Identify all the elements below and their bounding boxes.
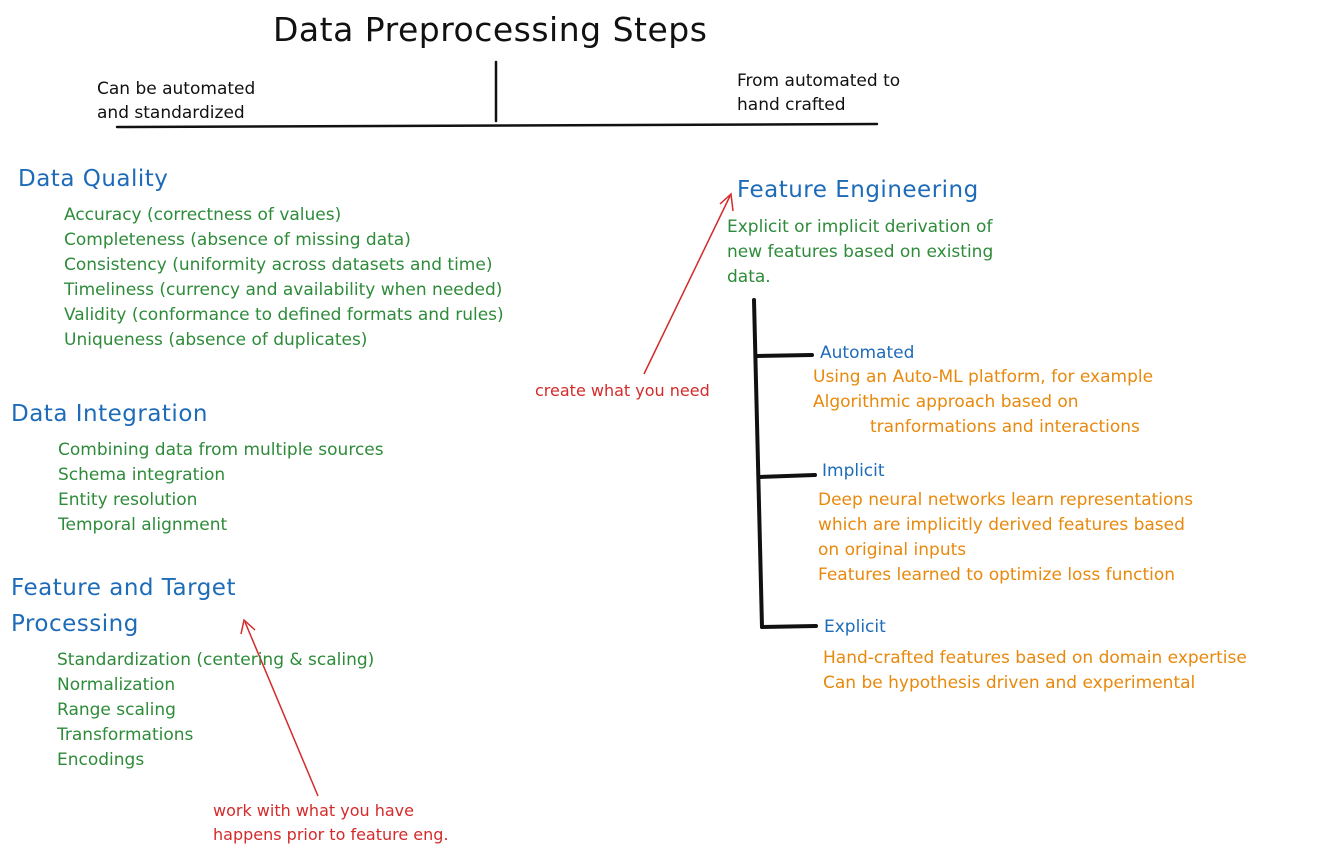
branch-automated-label: Automated [820, 343, 915, 363]
list-item: Uniqueness (absence of duplicates) [64, 330, 368, 350]
header-horizontal-divider [115, 122, 879, 129]
feature-target-heading: Feature and Target Processing [11, 570, 236, 642]
detail-line: on original inputs [818, 540, 967, 560]
header-note-right-line: From automated to [737, 71, 901, 91]
list-item: Temporal alignment [58, 515, 228, 535]
description-line: new features based on existing [727, 242, 994, 262]
feature-engineering-heading: Feature Engineering [737, 177, 979, 203]
tree-branch-implicit [758, 473, 817, 479]
detail-line: tranformations and interactions [870, 417, 1140, 437]
data-integration-list: Combining data from multiple sources Sch… [58, 438, 384, 538]
list-item: Normalization [57, 675, 176, 695]
feature-target-heading-line: Feature and Target [11, 575, 236, 601]
list-item: Standardization (centering & scaling) [57, 650, 375, 670]
header-note-left-line: and standardized [97, 103, 245, 123]
tree-branch-automated [755, 353, 814, 358]
feature-target-heading-line: Processing [11, 611, 139, 637]
branch-explicit-details: Hand-crafted features based on domain ex… [823, 646, 1247, 696]
detail-line: Using an Auto-ML platform, for example [813, 367, 1154, 387]
detail-line: Features learned to optimize loss functi… [818, 565, 1176, 585]
detail-line: which are implicitly derived features ba… [818, 515, 1185, 535]
arrow-work-line [244, 621, 319, 797]
data-integration-heading: Data Integration [11, 401, 208, 427]
list-item: Timeliness (currency and availability wh… [64, 280, 503, 300]
feature-target-list: Standardization (centering & scaling) No… [57, 648, 374, 773]
branch-implicit-details: Deep neural networks learn representatio… [818, 488, 1193, 588]
header-note-left-line: Can be automated [97, 79, 256, 99]
branch-implicit-label: Implicit [822, 461, 885, 481]
list-item: Validity (conformance to defined formats… [64, 305, 504, 325]
annotation-create: create what you need [535, 381, 710, 400]
header-note-left: Can be automated and standardized [97, 77, 255, 125]
detail-line: Deep neural networks learn representatio… [818, 490, 1194, 510]
data-quality-heading: Data Quality [18, 166, 169, 192]
page-title: Data Preprocessing Steps [273, 10, 708, 49]
list-item: Schema integration [58, 465, 226, 485]
branch-automated-details: Using an Auto-ML platform, for example A… [813, 365, 1153, 440]
list-item: Entity resolution [58, 490, 198, 510]
detail-line: Can be hypothesis driven and experimenta… [823, 673, 1196, 693]
tree-trunk [752, 298, 764, 629]
list-item: Completeness (absence of missing data) [64, 230, 411, 250]
list-item: Accuracy (correctness of values) [64, 205, 342, 225]
arrow-create-head [719, 192, 734, 212]
list-item: Transformations [57, 725, 194, 745]
list-item: Consistency (uniformity across datasets … [64, 255, 493, 275]
arrow-create-line [643, 195, 731, 375]
detail-line: Hand-crafted features based on domain ex… [823, 648, 1247, 668]
feature-engineering-description: Explicit or implicit derivation of new f… [727, 215, 993, 290]
annotation-work-line: happens prior to feature eng. [213, 825, 449, 844]
data-quality-list: Accuracy (correctness of values) Complet… [64, 203, 504, 353]
description-line: data. [727, 267, 771, 287]
annotation-work: work with what you have happens prior to… [213, 799, 449, 847]
list-item: Range scaling [57, 700, 176, 720]
list-item: Encodings [57, 750, 145, 770]
annotation-work-line: work with what you have [213, 801, 414, 820]
detail-line: Algorithmic approach based on [813, 392, 1079, 412]
arrow-work-head [240, 618, 256, 635]
header-note-right: From automated to hand crafted [737, 69, 900, 117]
tree-branch-explicit [760, 624, 818, 629]
branch-explicit-label: Explicit [824, 617, 886, 637]
header-note-right-line: hand crafted [737, 95, 846, 115]
description-line: Explicit or implicit derivation of [727, 217, 993, 237]
list-item: Combining data from multiple sources [58, 440, 384, 460]
